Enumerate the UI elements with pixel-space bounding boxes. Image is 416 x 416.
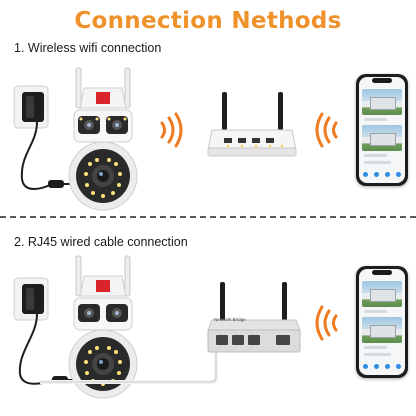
section-2-label: 2. RJ45 wired cable connection — [14, 235, 188, 249]
network-switch-icon — [207, 282, 301, 353]
page-title: Connection Nethods — [74, 8, 342, 34]
wifi-signal-icon — [315, 112, 338, 148]
power-adapter-icon — [13, 85, 70, 190]
security-camera-icon — [68, 67, 138, 211]
ethernet-cable — [40, 333, 221, 384]
switch-brand-label: NetWork Bridge — [214, 317, 246, 322]
smartphone-icon — [356, 266, 408, 378]
smartphone-icon — [356, 74, 408, 186]
wifi-signal-icon — [315, 305, 338, 341]
section-1-label: 1. Wireless wifi connection — [14, 41, 162, 55]
section-divider — [0, 216, 416, 218]
router-icon — [207, 92, 297, 157]
wifi-signal-icon — [160, 112, 183, 148]
